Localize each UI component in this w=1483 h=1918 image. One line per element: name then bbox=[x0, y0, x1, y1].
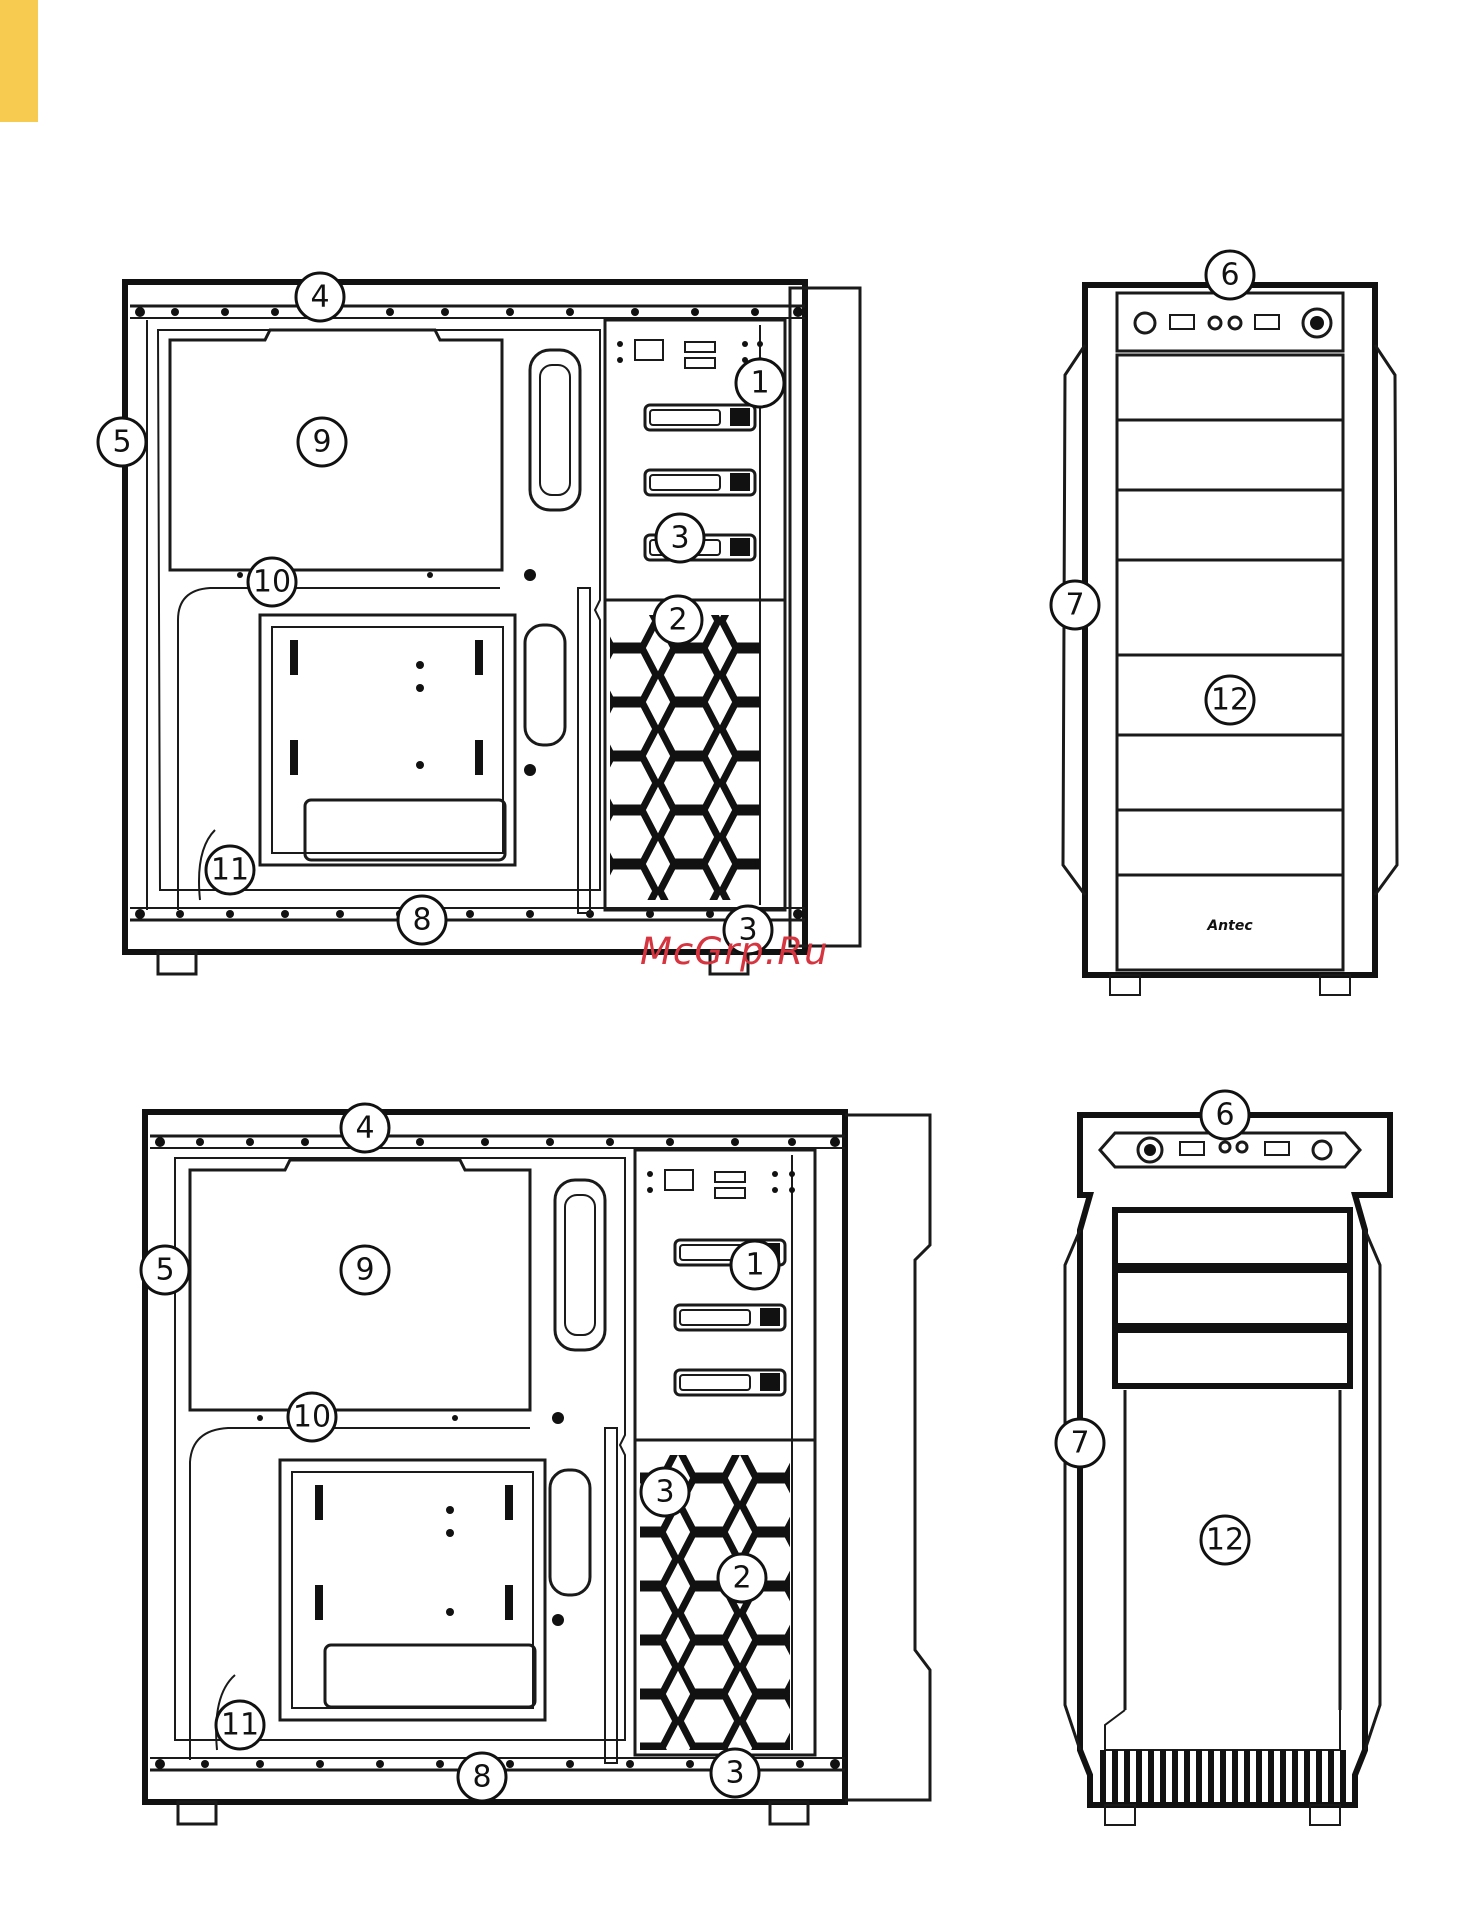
callout-marker: 4 bbox=[341, 1104, 389, 1152]
callout-marker: 3 bbox=[711, 1749, 759, 1797]
callout-9: 9 bbox=[312, 425, 331, 460]
callout-10: 10 bbox=[293, 1400, 331, 1435]
callout-2: 2 bbox=[668, 603, 687, 638]
callout-marker: 3 bbox=[656, 514, 704, 562]
callout-marker: 12 bbox=[1201, 1516, 1249, 1564]
callout-5: 5 bbox=[112, 425, 131, 460]
callout-6: 6 bbox=[1215, 1098, 1234, 1133]
callout-marker: 6 bbox=[1201, 1091, 1249, 1139]
callout-marker: 1 bbox=[736, 359, 784, 407]
case-front-view-top: Antec 6 7 12 bbox=[1055, 245, 1465, 1005]
callout-marker: 3 bbox=[641, 1468, 689, 1516]
callout-5: 5 bbox=[155, 1253, 174, 1288]
callout-marker: 1 bbox=[731, 1241, 779, 1289]
callout-marker: 7 bbox=[1056, 1419, 1104, 1467]
case-side-view-top: 1 2 3 3 4 5 8 9 10 11 bbox=[100, 270, 900, 990]
watermark: McGrp.Ru bbox=[640, 930, 829, 973]
case-side-view-bottom: 1 2 3 3 4 5 8 9 10 11 bbox=[120, 1100, 950, 1850]
callout-marker: 8 bbox=[458, 1753, 506, 1801]
callout-3: 3 bbox=[655, 1475, 674, 1510]
callout-12: 12 bbox=[1211, 683, 1249, 718]
callout-4: 4 bbox=[310, 280, 329, 315]
case-front-view-bottom: 6 7 12 bbox=[1060, 1085, 1470, 1860]
callout-3: 3 bbox=[670, 521, 689, 556]
callout-marker: 5 bbox=[98, 418, 146, 466]
callout-marker: 6 bbox=[1206, 251, 1254, 299]
callout-marker: 2 bbox=[654, 596, 702, 644]
callout-marker: 12 bbox=[1206, 676, 1254, 724]
callout-marker: 11 bbox=[216, 1701, 264, 1749]
callout-marker: 4 bbox=[296, 273, 344, 321]
brand-logo: Antec bbox=[1206, 918, 1253, 934]
callout-12: 12 bbox=[1206, 1523, 1244, 1558]
callout-marker: 9 bbox=[298, 418, 346, 466]
callout-11: 11 bbox=[211, 853, 249, 888]
callout-7: 7 bbox=[1070, 1426, 1089, 1461]
callout-1: 1 bbox=[745, 1248, 764, 1283]
callout-marker: 7 bbox=[1051, 581, 1099, 629]
callout-10: 10 bbox=[253, 565, 291, 600]
callout-2: 2 bbox=[732, 1561, 751, 1596]
callout-marker: 9 bbox=[341, 1246, 389, 1294]
callout-marker: 10 bbox=[288, 1393, 336, 1441]
callout-marker: 11 bbox=[206, 846, 254, 894]
callout-9: 9 bbox=[355, 1253, 374, 1288]
callout-marker: 10 bbox=[248, 558, 296, 606]
callout-7: 7 bbox=[1065, 588, 1084, 623]
callout-8: 8 bbox=[472, 1760, 491, 1795]
callout-marker: 8 bbox=[398, 896, 446, 944]
callout-4: 4 bbox=[355, 1111, 374, 1146]
callout-1: 1 bbox=[750, 366, 769, 401]
callout-3: 3 bbox=[725, 1756, 744, 1791]
callout-marker: 2 bbox=[718, 1554, 766, 1602]
callout-8: 8 bbox=[412, 903, 431, 938]
callout-11: 11 bbox=[221, 1708, 259, 1743]
callout-6: 6 bbox=[1220, 258, 1239, 293]
callout-marker: 5 bbox=[141, 1246, 189, 1294]
section-color-tab bbox=[0, 0, 38, 122]
